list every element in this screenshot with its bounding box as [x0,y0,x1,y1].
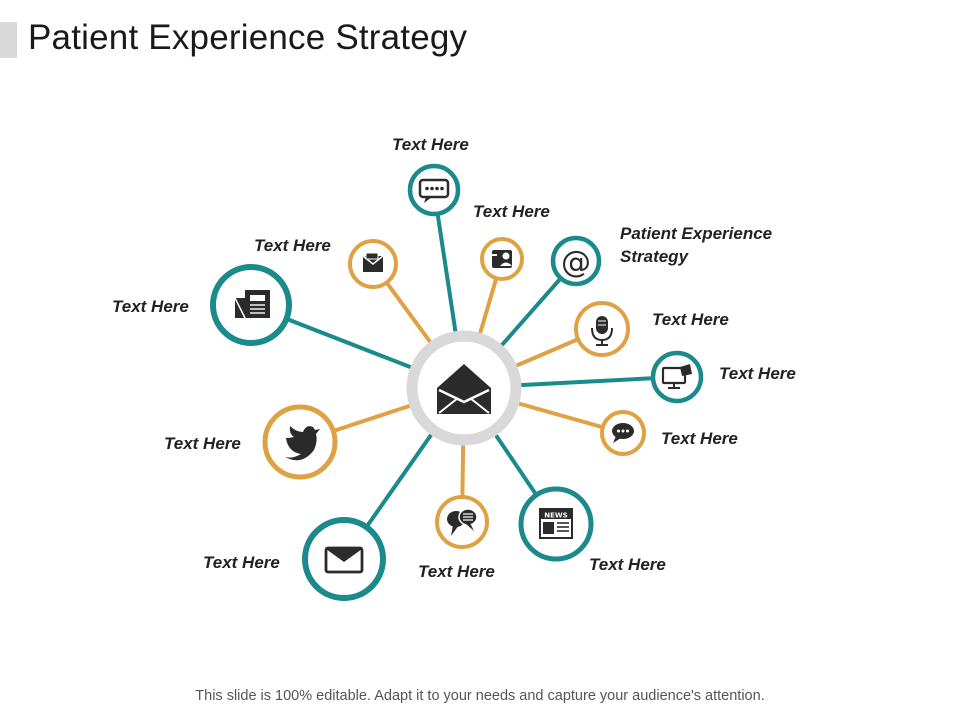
monitor-icon [661,364,692,389]
node-9 [302,517,386,601]
newspaper-icon: NEWS [539,508,573,539]
node-6 [600,410,646,456]
page-title: Patient Experience Strategy [28,18,468,57]
node-12-label: Text Here [254,236,331,255]
node-7: NEWS [518,486,594,562]
title-accent-bar [0,22,17,58]
chat-bubble-dots-icon [418,178,450,203]
at-sign-icon: @ [561,245,591,280]
node-8-label: Text Here [418,562,495,581]
node-11-label: Text Here [112,297,189,316]
node-7-label: Text Here [589,555,666,574]
node-9-label: Text Here [203,553,280,572]
node-3-label: Patient Experience Strategy [620,224,773,266]
news-document-icon [234,290,270,319]
contact-card-icon [492,250,512,268]
node-11 [210,264,292,346]
node-3: @ [550,235,602,287]
open-envelope-icon [437,364,491,414]
speech-bubble-icon [612,423,634,443]
node-5 [650,350,704,404]
conversation-bubbles-icon [447,508,478,536]
letter-icon [362,252,384,272]
footer-note: This slide is 100% editable. Adapt it to… [195,688,765,704]
node-2 [480,237,524,281]
node-12 [348,239,398,289]
node-6-label: Text Here [661,429,738,448]
svg-text:NEWS: NEWS [544,512,567,520]
node-5-label: Text Here [719,364,796,383]
node-4 [574,301,630,357]
node-8 [435,495,489,549]
twitter-bird-icon [285,426,320,461]
microphone-icon [591,316,613,346]
node-1-label: Text Here [392,135,469,154]
hub [406,330,522,446]
node-2-label: Text Here [473,202,550,221]
node-4-label: Text Here [652,310,729,329]
node-10 [262,404,338,480]
node-10-label: Text Here [164,434,241,453]
node-1 [407,163,461,217]
envelope-icon [324,546,364,574]
